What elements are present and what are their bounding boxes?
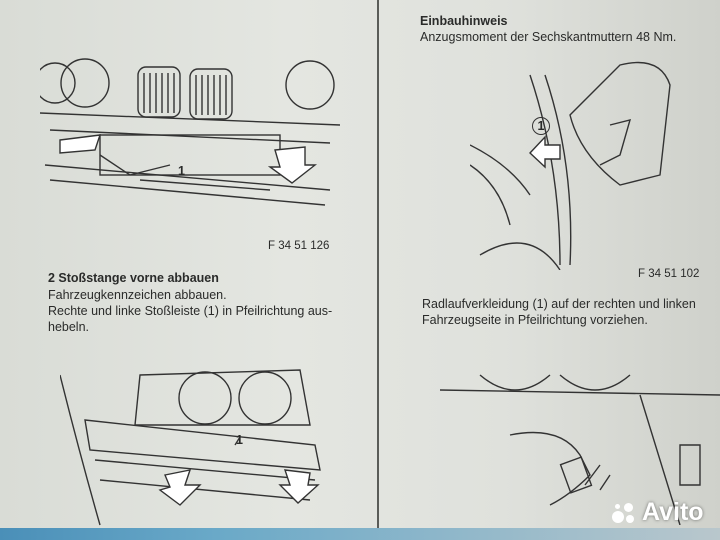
note-text: Anzugsmoment der Sechskantmuttern 48 Nm. [420,30,677,44]
avito-logo-icon [612,501,638,525]
step-heading: 2 Stoßstange vorne abbauen [48,271,219,285]
figure3-callout: 1 [236,433,243,447]
figure-bumper-removal [60,369,321,526]
figure1-code: F 34 51 126 [268,240,330,252]
watermark: Avito [612,498,704,527]
column-divider [377,0,379,540]
figure1-callout: 1 [178,164,185,178]
figure2-callout: 1 [532,117,550,135]
figure-wheel-arch-trim [470,61,671,270]
instruction-line-2: Fahrzeugseite in Pfeilrichtung vorziehen… [422,313,648,327]
figure-grille-bumper [40,58,340,206]
step-line-2: Rechte und linke Stoßleiste (1) in Pfeil… [48,304,333,318]
note-heading: Einbauhinweis [420,14,508,28]
figure2-code: F 34 51 102 [638,268,700,280]
figure-headlight-connector [440,374,720,525]
instruction-line-1: Radlaufverkleidung (1) auf der rechten u… [422,297,696,311]
taskbar-strip [0,528,720,540]
step-line-3: hebeln. [48,320,90,334]
watermark-text: Avito [642,498,704,526]
step-line-1: Fahrzeugkennzeichen abbauen. [48,288,227,302]
